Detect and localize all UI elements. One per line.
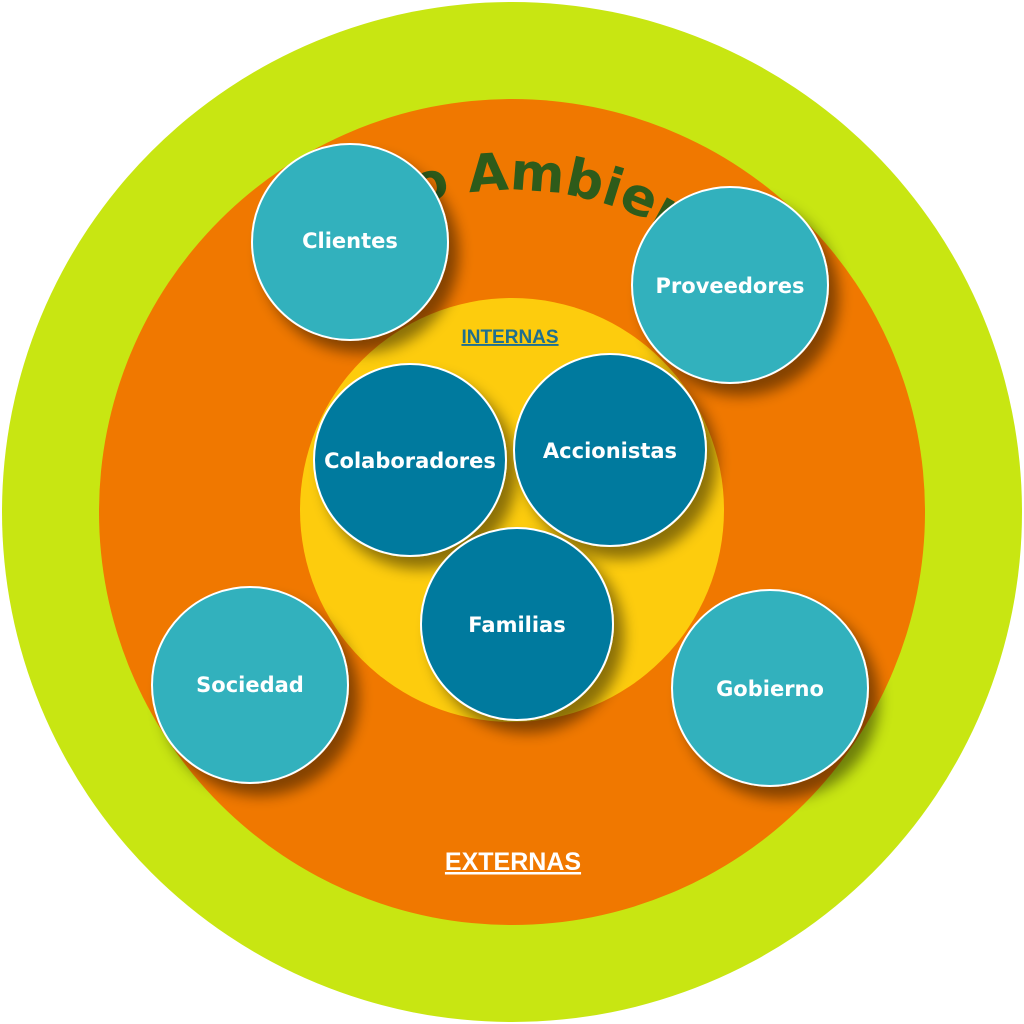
external-group-label: EXTERNAS [445,848,581,876]
node-label-accionistas: Accionistas [543,439,677,463]
external-node-sociedad: Sociedad [151,586,349,784]
internal-node-colaboradores: Colaboradores [313,363,507,557]
node-label-proveedores: Proveedores [656,274,805,298]
node-label-clientes: Clientes [302,229,398,253]
internal-group-label: INTERNAS [461,327,558,348]
external-node-gobierno: Gobierno [671,589,869,787]
internal-node-familias: Familias [420,527,614,721]
external-node-proveedores: Proveedores [631,186,829,384]
external-node-clientes: Clientes [251,143,449,341]
internal-node-accionistas: Accionistas [513,353,707,547]
node-label-colaboradores: Colaboradores [324,449,496,473]
node-label-familias: Familias [468,613,565,637]
node-label-sociedad: Sociedad [196,673,304,697]
node-label-gobierno: Gobierno [716,677,824,701]
